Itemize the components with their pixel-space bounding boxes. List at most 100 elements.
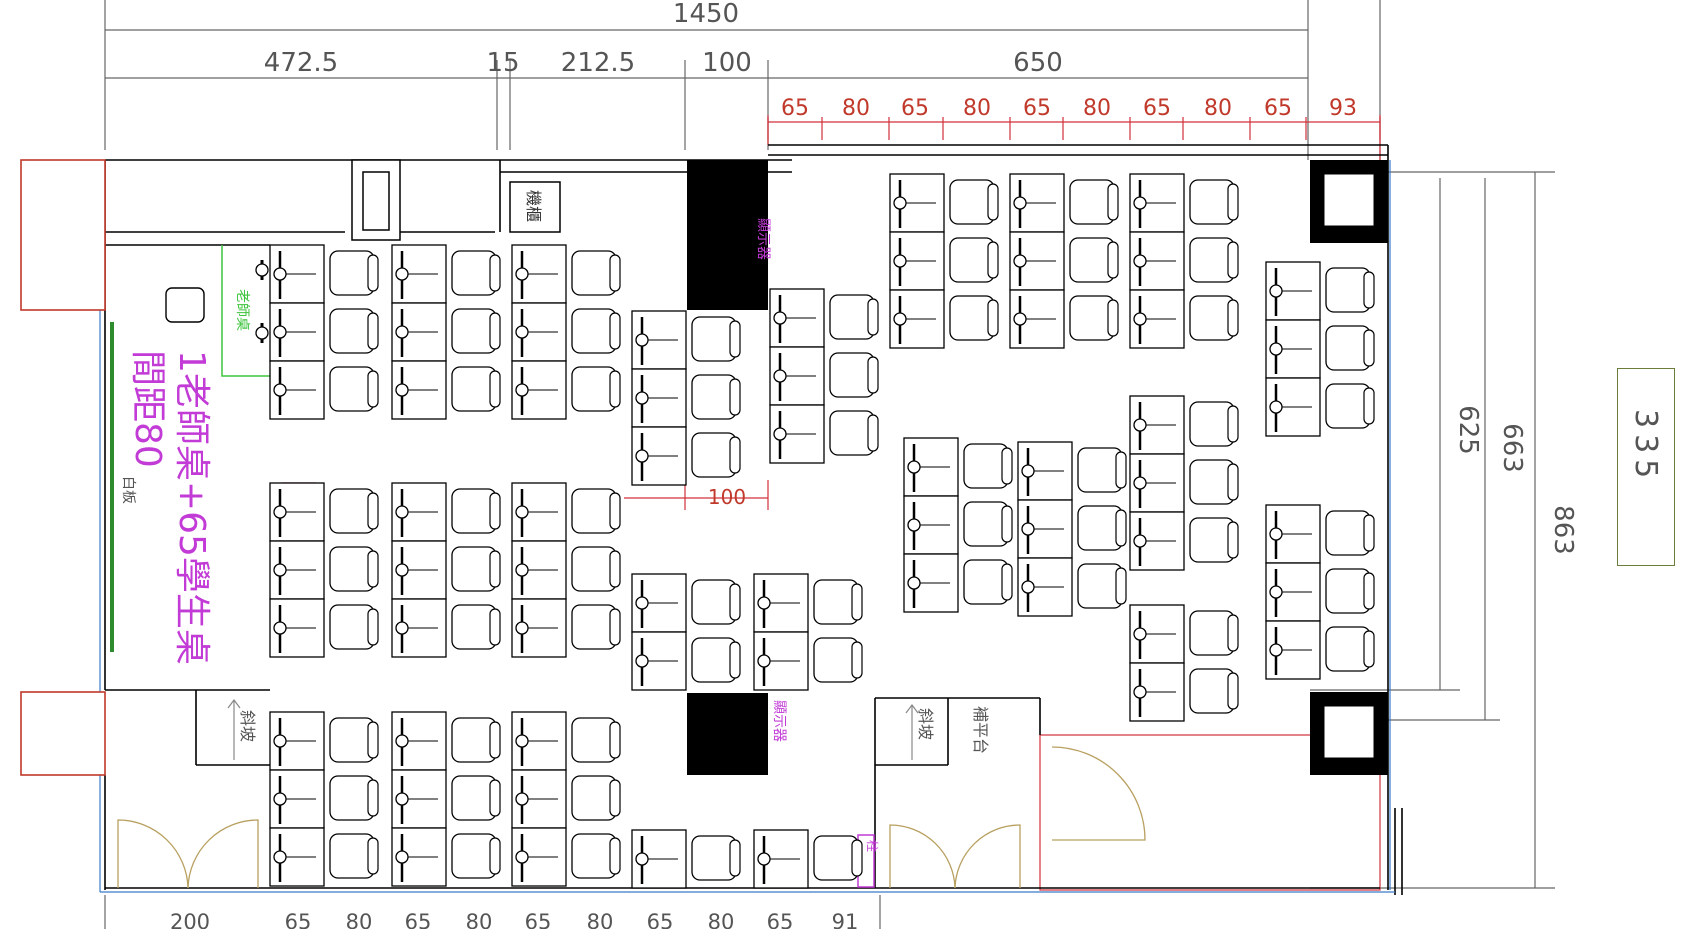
dimension-label: 65 <box>405 910 432 929</box>
red-dimension-label: 65 <box>1143 96 1171 121</box>
student-desk <box>391 482 447 542</box>
display-block-top <box>687 160 768 310</box>
student-desk <box>753 631 809 691</box>
chair <box>451 604 501 650</box>
student-desk <box>391 244 447 304</box>
chair <box>329 775 379 821</box>
student-desk <box>1009 289 1065 349</box>
red-dimension-label: 65 <box>901 96 929 121</box>
student-desk <box>511 360 567 420</box>
dimension-label: 80 <box>346 910 373 929</box>
monitor-label-top: 顯示器 <box>755 218 771 260</box>
chair <box>813 579 863 625</box>
chair <box>963 501 1013 547</box>
chair <box>1077 447 1127 493</box>
student-desk <box>269 598 325 658</box>
platform-label: 補平台 <box>971 706 990 754</box>
dimension-label: 65 <box>285 910 312 929</box>
chair <box>571 546 621 592</box>
chair <box>1189 459 1239 505</box>
chair <box>963 443 1013 489</box>
student-desk <box>1017 557 1073 617</box>
student-desk <box>631 829 687 889</box>
chair <box>813 637 863 683</box>
student-desk <box>1009 173 1065 233</box>
chair <box>1325 568 1375 614</box>
student-desk <box>1265 504 1321 564</box>
student-desk <box>889 289 945 349</box>
chair <box>1325 626 1375 672</box>
cabinet <box>509 181 561 233</box>
dimension-label: 80 <box>466 910 493 929</box>
chair <box>691 432 741 478</box>
red-dimension-label: 80 <box>1083 96 1111 121</box>
chair <box>829 352 879 398</box>
chair <box>329 546 379 592</box>
student-desk <box>1017 499 1073 559</box>
chair <box>571 604 621 650</box>
student-desk <box>1265 261 1321 321</box>
student-desk <box>391 540 447 600</box>
chair <box>691 374 741 420</box>
chair <box>1325 267 1375 313</box>
chair <box>1189 295 1239 341</box>
chair <box>963 559 1013 605</box>
student-desk <box>391 827 447 887</box>
chair <box>329 488 379 534</box>
chair <box>691 835 741 881</box>
chair <box>451 717 501 763</box>
door-right <box>889 746 1146 889</box>
chair <box>571 833 621 879</box>
chair <box>329 366 379 412</box>
column-bottom-right <box>1310 692 1388 775</box>
chair <box>329 308 379 354</box>
student-desk <box>269 244 325 304</box>
chair <box>329 717 379 763</box>
dimension-label: 15 <box>486 48 519 78</box>
student-desk <box>1129 604 1185 664</box>
spacing-label: 間距80 <box>127 350 168 468</box>
teacher-desk-outline <box>221 245 270 377</box>
chair <box>451 833 501 879</box>
chair <box>1325 383 1375 429</box>
student-desk <box>1129 231 1185 291</box>
student-desk <box>1265 620 1321 680</box>
chair <box>949 179 999 225</box>
student-desk <box>511 540 567 600</box>
chair <box>691 579 741 625</box>
student-desk <box>511 711 567 771</box>
column-label: 柱 <box>865 840 880 852</box>
student-desk <box>511 598 567 658</box>
chair <box>949 295 999 341</box>
student-desk <box>1009 231 1065 291</box>
side-label-box: 335 <box>1617 368 1675 566</box>
chair <box>1069 295 1119 341</box>
dimension-label: 1450 <box>673 0 739 29</box>
chair <box>329 833 379 879</box>
dimension-label: 200 <box>170 910 210 929</box>
chair <box>451 775 501 821</box>
dimension-label: 65 <box>767 910 794 929</box>
chair <box>451 250 501 296</box>
student-desk <box>269 360 325 420</box>
bin <box>165 287 205 323</box>
student-desk <box>631 426 687 486</box>
student-desk <box>269 827 325 887</box>
chair <box>1189 517 1239 563</box>
chair <box>1189 237 1239 283</box>
dimension-label: 65 <box>647 910 674 929</box>
student-desk <box>391 711 447 771</box>
chair <box>1069 179 1119 225</box>
student-desk <box>889 231 945 291</box>
desk-layout <box>255 173 1375 889</box>
chair <box>451 308 501 354</box>
chair <box>1189 401 1239 447</box>
door-left <box>117 819 259 889</box>
student-desk <box>391 769 447 829</box>
ramp-label-right: 斜坡 <box>916 708 935 740</box>
red-dimension-label: 65 <box>781 96 809 121</box>
chair <box>571 308 621 354</box>
column-top-right <box>1310 160 1388 243</box>
student-desk <box>769 288 825 348</box>
